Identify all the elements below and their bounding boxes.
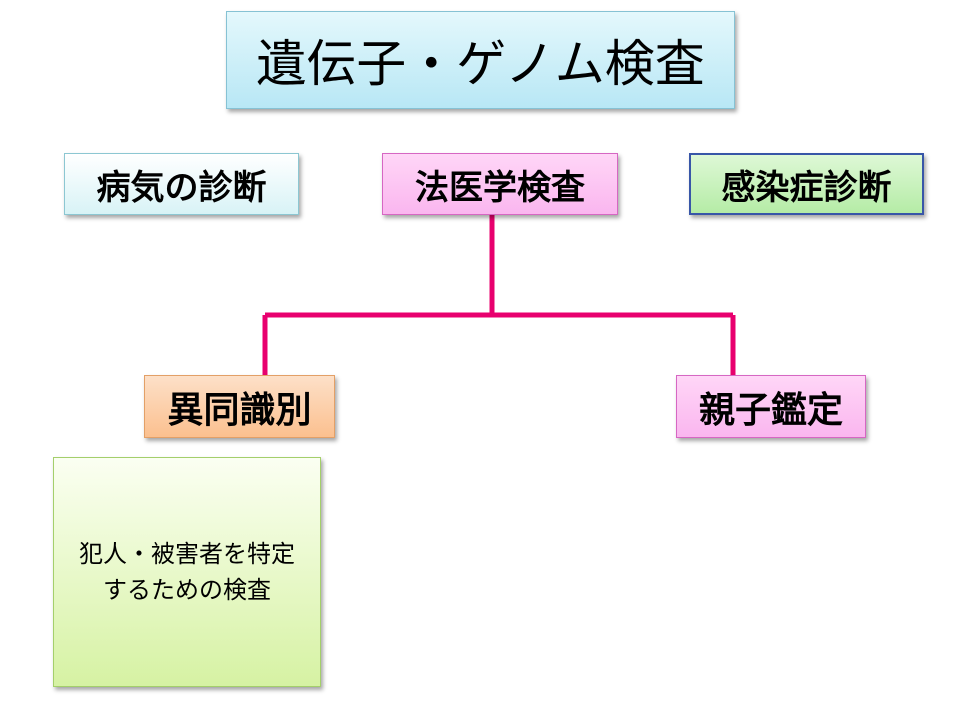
category-infection-diagnosis: 感染症診断 xyxy=(689,153,924,215)
page-title: 遺伝子・ゲノム検査 xyxy=(226,11,735,109)
category-forensic-testing: 法医学検査 xyxy=(382,153,618,215)
node-paternity-test: 親子鑑定 xyxy=(676,375,866,438)
node-identity-discrimination: 異同識別 xyxy=(144,375,335,438)
identity-description-note: 犯人・被害者を特定するための検査 xyxy=(53,457,321,687)
category-disease-diagnosis: 病気の診断 xyxy=(64,153,299,215)
